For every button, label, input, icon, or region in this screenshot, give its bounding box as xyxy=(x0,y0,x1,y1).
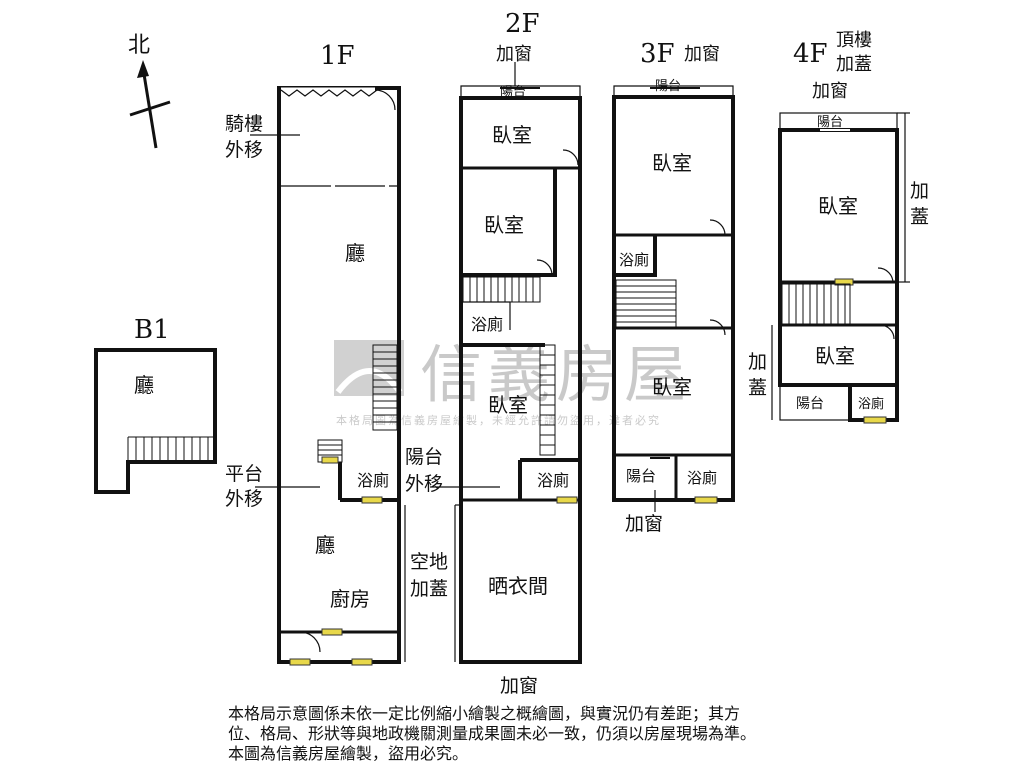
note-label: 頂樓 xyxy=(836,30,872,51)
room-label: 浴廁 xyxy=(537,471,569,490)
room-label: 陽台 xyxy=(796,396,824,412)
note-label: 平台 xyxy=(225,463,263,485)
note-label: 空地 xyxy=(410,551,448,573)
note-label: 加窗 xyxy=(496,44,532,65)
floor-1f xyxy=(250,86,456,666)
floor-title-1f: 1F xyxy=(320,41,355,71)
room-label: 浴廁 xyxy=(687,469,717,487)
room-label: 臥室 xyxy=(484,213,524,237)
room-label: 陽台 xyxy=(817,115,843,130)
room-label: 陽台 xyxy=(626,467,656,485)
note-label: 外移 xyxy=(405,473,443,495)
room-label: 廳 xyxy=(134,373,154,397)
floor-4f xyxy=(771,112,910,424)
room-label: 臥室 xyxy=(488,393,528,417)
room-label: 廚房 xyxy=(330,587,370,611)
note-label: 外移 xyxy=(225,488,263,510)
floor-title-2f: 2F xyxy=(505,9,540,39)
compass-label: 北 xyxy=(128,33,150,58)
floor-3f xyxy=(612,85,735,512)
note-label: 蓋 xyxy=(910,206,929,228)
room-label: 陽台 xyxy=(500,85,526,100)
note-label: 加窗 xyxy=(812,81,848,102)
room-label: 臥室 xyxy=(652,375,692,399)
room-label: 臥室 xyxy=(492,123,532,147)
disclaimer: 本格局示意圖係未依一定比例縮小繪製之概繪圖，與實況仍有差距；其方 位、格局、形狀… xyxy=(228,704,828,764)
note-label: 陽台 xyxy=(405,446,443,468)
room-label: 晒衣間 xyxy=(488,574,548,598)
note-label: 加蓋 xyxy=(836,54,872,75)
room-label: 浴廁 xyxy=(357,471,389,490)
room-label: 廳 xyxy=(315,533,335,557)
note-label: 蓋 xyxy=(748,377,767,399)
room-label: 浴廁 xyxy=(471,315,503,334)
room-label: 浴廁 xyxy=(858,396,884,412)
north-arrow-icon xyxy=(129,60,171,149)
disclaimer-line: 位、格局、形狀等與地政機關測量成果圖未必一致，仍須以房屋現場為準。 xyxy=(228,724,757,743)
room-label: 臥室 xyxy=(818,194,858,218)
room-label: 陽台 xyxy=(655,79,681,94)
floor-title-3f: 3F xyxy=(640,39,675,69)
room-label: 臥室 xyxy=(815,344,855,368)
note-label: 外移 xyxy=(225,139,263,161)
note-label: 加蓋 xyxy=(410,578,448,600)
floor-b1 xyxy=(94,348,217,494)
note-label: 騎樓 xyxy=(225,113,263,135)
note-label: 加窗 xyxy=(500,675,538,697)
floor-2f xyxy=(430,62,582,664)
note-label: 加窗 xyxy=(684,44,720,65)
floor-title-b1: B1 xyxy=(134,315,170,345)
room-label: 臥室 xyxy=(652,151,692,175)
note-label: 加窗 xyxy=(625,513,663,535)
room-label: 廳 xyxy=(345,241,365,265)
room-label: 浴廁 xyxy=(619,251,649,269)
disclaimer-line: 本圖為信義房屋繪製，盜用必究。 xyxy=(228,744,469,763)
disclaimer-line: 本格局示意圖係未依一定比例縮小繪製之概繪圖，與實況仍有差距；其方 xyxy=(228,704,741,723)
floor-title-4f: 4F xyxy=(793,39,828,69)
note-label: 加 xyxy=(748,351,767,373)
note-label: 加 xyxy=(910,180,929,202)
